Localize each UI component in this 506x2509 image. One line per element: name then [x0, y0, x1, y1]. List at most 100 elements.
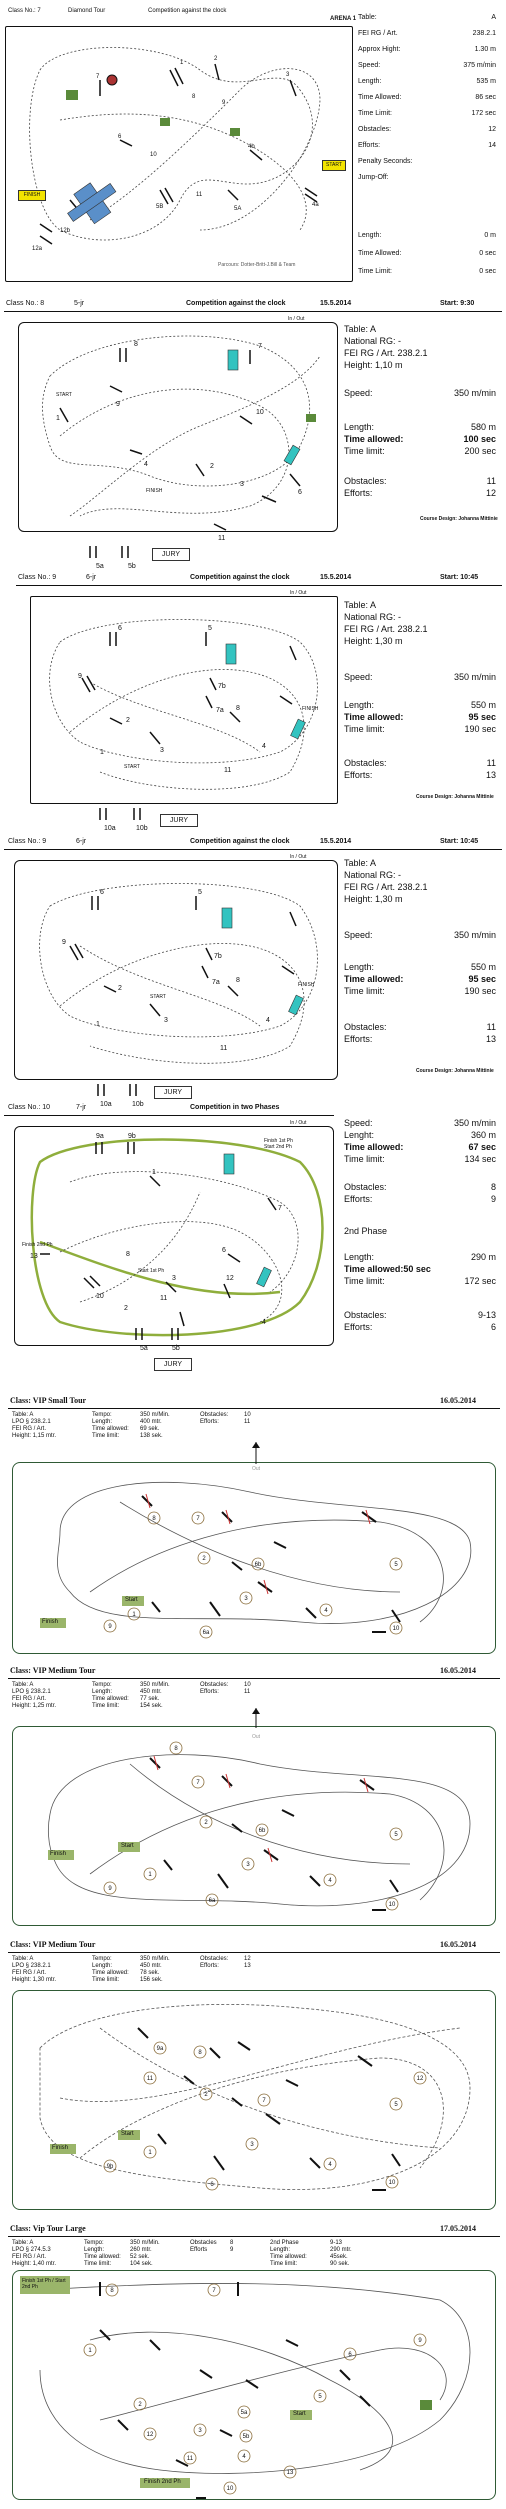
height: Height: 1,30 m: [344, 636, 403, 646]
svg-text:11: 11: [147, 2076, 154, 2082]
course-map: [18, 322, 338, 532]
svg-text:4: 4: [328, 2162, 332, 2168]
length-value: 360 m: [470, 1130, 496, 1140]
speed-label: Speed:: [344, 388, 373, 398]
national-rg: National RG: -: [344, 612, 402, 622]
info-text: 69 sek.: [140, 1426, 160, 1432]
svg-text:7b: 7b: [214, 953, 222, 960]
info-text: Obstacles: [190, 2240, 217, 2246]
course-plan-class-10: Class No.: 10 7-jr Competition in two Ph…: [0, 1102, 506, 1390]
svg-text:10b: 10b: [136, 825, 148, 832]
svg-text:3: 3: [160, 747, 164, 754]
svg-text:FINISH: FINISH: [146, 488, 163, 494]
info-text: 9-13: [330, 2240, 343, 2246]
info-text: 90 sek.: [330, 2261, 350, 2267]
svg-text:8: 8: [110, 2288, 114, 2294]
info-text: 138 sek.: [140, 1433, 163, 1439]
svg-text:START: START: [150, 994, 166, 1000]
date: 15.5.2014: [320, 574, 352, 581]
svg-text:4: 4: [266, 1017, 270, 1024]
svg-text:3: 3: [164, 1017, 168, 1024]
svg-text:7b: 7b: [218, 683, 226, 690]
svg-text:2: 2: [118, 985, 122, 992]
svg-text:3: 3: [198, 2428, 202, 2434]
svg-text:10: 10: [393, 1626, 400, 1632]
class-number: Class No.: 10: [8, 1104, 51, 1111]
svg-text:4: 4: [262, 743, 266, 750]
svg-text:8: 8: [126, 1251, 130, 1258]
svg-text:10: 10: [96, 1293, 104, 1300]
info-text: Length:: [270, 2247, 291, 2253]
stat-value: 1.30 m: [474, 46, 496, 53]
svg-text:8: 8: [192, 94, 196, 100]
svg-text:10: 10: [227, 2486, 234, 2492]
start-box: [118, 2130, 140, 2140]
svg-text:9a: 9a: [157, 2046, 164, 2052]
length-value: 580 m: [470, 422, 496, 432]
svg-text:FINISH: FINISH: [302, 706, 319, 712]
obstacles-value: 11: [486, 758, 496, 768]
date: 17.05.2014: [440, 2224, 476, 2233]
info-text: 290 mtr.: [330, 2247, 352, 2253]
speed-value: 350 m/min: [453, 930, 496, 940]
course-plan-vip-small: Class: VIP Small Tour 16.05.2014 Table: …: [0, 1392, 506, 1664]
stat-label: Speed:: [358, 62, 381, 69]
svg-text:6: 6: [118, 134, 122, 140]
start-box: [118, 1842, 140, 1852]
svg-text:5A: 5A: [234, 206, 241, 212]
info-text: 11: [244, 1419, 251, 1425]
info-text: Obstacles:: [200, 1682, 229, 1688]
time-limit-label: Time limit:: [344, 724, 385, 734]
info-text: Tempo:: [92, 1682, 112, 1688]
stat-label: Length:: [358, 78, 382, 85]
svg-text:4: 4: [328, 1878, 332, 1884]
info-text: 156 sek.: [140, 1977, 163, 1983]
hedge-icon: [160, 118, 170, 126]
national-rg: National RG: -: [344, 336, 402, 346]
date: 16.05.2014: [440, 1396, 476, 1405]
efforts-label: Efforts:: [344, 1194, 373, 1204]
obstacles-value: 11: [486, 1022, 496, 1032]
start-box: [122, 1596, 144, 1606]
svg-text:6: 6: [348, 2352, 352, 2358]
svg-text:1: 1: [152, 1169, 156, 1176]
info-text: Time limit:: [92, 1977, 120, 1983]
info-text: FEI RG / Art.: [12, 1970, 47, 1976]
stat-value: 238.2.1: [472, 30, 496, 37]
age-group: 6-jr: [76, 838, 87, 845]
time-limit-label: Time limit:: [344, 986, 385, 996]
info-text: LPO § 238.2.1: [12, 1963, 51, 1969]
stat-label: Efforts:: [358, 142, 381, 149]
svg-text:3: 3: [286, 72, 290, 78]
svg-text:6: 6: [298, 489, 302, 496]
info-text: 350 m/Min.: [140, 1682, 170, 1688]
svg-text:7: 7: [262, 2098, 266, 2104]
svg-text:4: 4: [324, 1608, 328, 1614]
svg-text:10: 10: [256, 409, 264, 416]
info-text: Tempo:: [92, 1956, 112, 1962]
finish-start-box: [20, 2276, 70, 2294]
info-text: 350 m/Min.: [130, 2240, 160, 2246]
efforts-label: Efforts:: [344, 1034, 373, 1044]
svg-text:3: 3: [246, 1862, 250, 1868]
jury-label: JURY: [154, 1358, 192, 1371]
svg-text:11: 11: [196, 192, 203, 198]
svg-text:1: 1: [88, 2348, 92, 2354]
info-text: 52 sek.: [130, 2254, 150, 2260]
stat-label: Time Limit:: [358, 268, 392, 275]
info-text: Tempo:: [92, 1412, 112, 1418]
info-text: LPO § 274.5.3: [12, 2247, 51, 2253]
time-limit-label: Time limit:: [344, 446, 385, 456]
info-text: 45sek.: [330, 2254, 348, 2260]
svg-text:8: 8: [134, 341, 138, 348]
date: 16.05.2014: [440, 1940, 476, 1949]
start-label: Start: [121, 2131, 134, 2137]
info-text: Time allowed:: [84, 2254, 121, 2260]
stat-label: Table:: [358, 14, 377, 21]
in-out-label: Out: [252, 1734, 261, 1740]
phase2-time-limit-value: 172 sec: [464, 1276, 496, 1286]
info-text: Obstacles:: [200, 1412, 229, 1418]
